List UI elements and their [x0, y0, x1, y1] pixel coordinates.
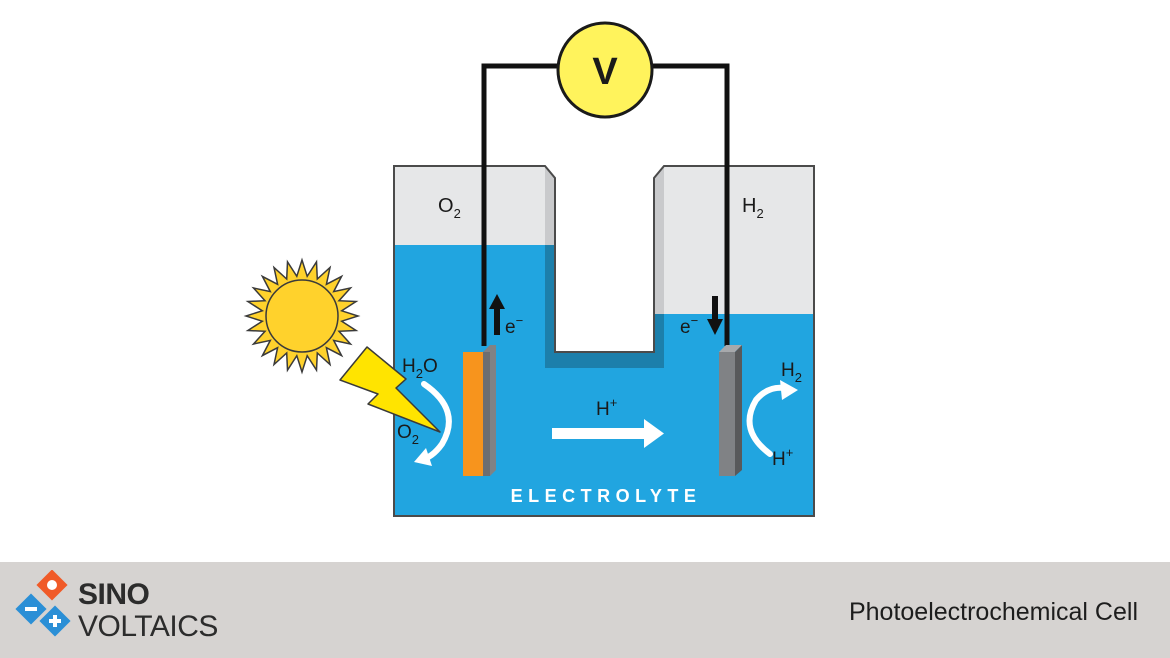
right-gas-space	[654, 166, 814, 314]
hydrogen-out-label: H2	[781, 360, 802, 385]
footer-bar: SINO VOLTAICS Photoelectrochemical Cell	[0, 562, 1170, 658]
left-gas-space	[394, 166, 555, 245]
logo-mark-icon	[15, 569, 71, 637]
u-bridge	[545, 245, 664, 368]
oxygen-out-label: O2	[397, 422, 419, 447]
cathode	[719, 345, 742, 476]
diagram-caption: Photoelectrochemical Cell	[848, 598, 1138, 626]
voltmeter: V	[556, 21, 654, 119]
right-gas-label: H2	[742, 195, 764, 221]
cathode-electron-label: e−	[680, 313, 698, 338]
logo-text-voltaics: VOLTAICS	[78, 610, 218, 643]
photoelectrochemical-cell-diagram: V O2 H2 e− e− H2O	[243, 21, 815, 517]
water-label: H2O	[402, 356, 438, 381]
left-gas-label: O2	[438, 195, 461, 221]
proton-in-label: H+	[772, 445, 793, 470]
sun-icon	[243, 257, 361, 375]
electron-up-arrow-icon	[489, 294, 505, 335]
electrolyte-label: ELECTROLYTE	[511, 486, 702, 506]
external-circuit	[481, 63, 730, 346]
logo-text-sino: SINO	[78, 578, 150, 611]
lightning-bolt-icon	[339, 346, 441, 433]
reduction-curved-arrow-icon	[746, 384, 787, 457]
electron-down-arrow-icon	[707, 296, 723, 335]
proton-flow-label: H+	[596, 395, 617, 420]
sinovoltaics-logo: SINO VOLTAICS	[14, 569, 254, 650]
photoanode	[463, 345, 496, 476]
photoanode-electron-label: e−	[505, 313, 523, 338]
voltmeter-label: V	[592, 51, 618, 93]
proton-flow-arrow-icon	[552, 419, 664, 448]
